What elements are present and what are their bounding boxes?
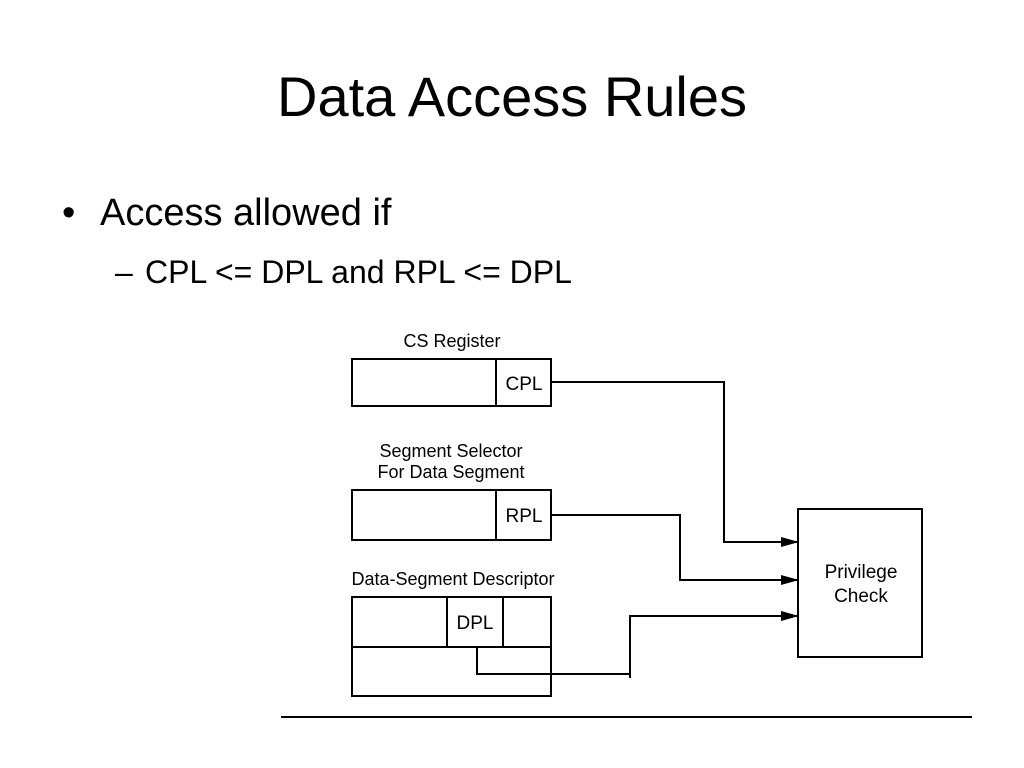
- cpl-field: CPL: [506, 374, 543, 395]
- bullet-marker: •: [62, 192, 76, 234]
- data-segment-descriptor: Data-Segment Descriptor DPL: [351, 569, 555, 697]
- cs-register: CS Register CPL: [351, 331, 552, 407]
- rpl-arrow: [551, 514, 799, 585]
- dpl-field: DPL: [457, 613, 494, 634]
- segment-selector-box: [351, 489, 552, 541]
- slide-title: Data Access Rules: [277, 65, 747, 128]
- privilege-check-line1: Privilege: [825, 562, 898, 583]
- cs-register-label: CS Register: [403, 331, 500, 351]
- bullet-text: Access allowed if: [100, 192, 392, 234]
- privilege-check-line2: Check: [834, 586, 888, 607]
- cs-register-box: [351, 358, 552, 407]
- descriptor-label: Data-Segment Descriptor: [351, 569, 554, 589]
- selector-label-line2: For Data Segment: [377, 462, 524, 482]
- bullet-access-allowed: • Access allowed if: [62, 190, 391, 236]
- selector-label-line1: Segment Selector: [379, 441, 522, 461]
- sub-bullet-marker: –: [115, 254, 133, 290]
- cpl-arrow: [551, 381, 799, 547]
- privilege-check: Privilege Check: [797, 508, 923, 658]
- rpl-field: RPL: [506, 506, 543, 527]
- sub-bullet-condition: –CPL <= DPL and RPL <= DPL: [115, 252, 572, 292]
- privilege-check-box: [797, 508, 923, 658]
- sub-bullet-text: CPL <= DPL and RPL <= DPL: [145, 254, 572, 290]
- segment-selector: Segment Selector For Data Segment RPL: [351, 441, 552, 541]
